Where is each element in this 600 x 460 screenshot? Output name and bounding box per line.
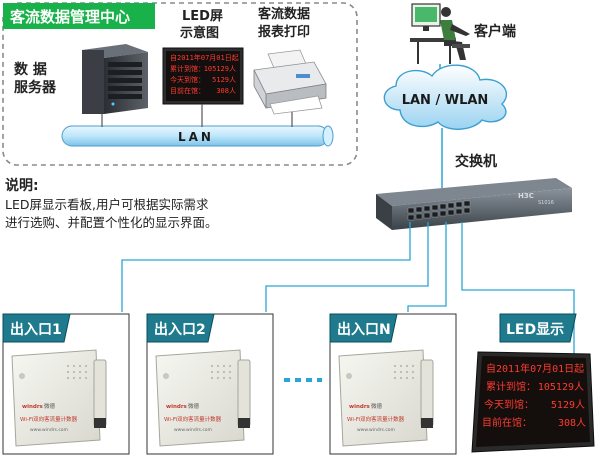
small-led-line-7: 308人 <box>216 87 236 95</box>
switch-ports <box>407 200 471 221</box>
small-led-line-1: 自2011年07月01日起 <box>170 53 239 62</box>
device-url-n: www.windrs.com <box>357 427 395 433</box>
device-product-n: Wi-Fi双向客流量计数器 <box>347 415 405 423</box>
exit-label-n: 出入口N <box>337 321 391 338</box>
cable-exit-n <box>407 222 447 312</box>
large-led-line-7: 308人 <box>558 417 586 429</box>
small-led-line-6: 目前在馆： <box>170 86 205 95</box>
server-label-line1: 数 据 <box>14 61 47 78</box>
small-led-line-2: 累计到馆： <box>170 64 205 73</box>
large-led-line-5: 5129人 <box>551 399 585 411</box>
printer-label-line2: 报表打印 <box>258 24 310 40</box>
network-switch: H3C S1016 <box>376 178 572 230</box>
lan-bar <box>61 125 334 147</box>
exit-label-1: 出入口1 <box>10 321 62 338</box>
cable-exit-1 <box>121 222 411 312</box>
counter-device-n: windrs 微德 Wi-Fi双向客流量计数器 www.windrs.com <box>338 349 434 447</box>
network-cloud <box>383 64 508 130</box>
large-led-display: 自2011年07月01日起 累计到馆： 105129人 今天到馆： 5129人 … <box>471 351 595 453</box>
device-brand-cn-n: 微德 <box>371 402 383 410</box>
device-product-1: Wi-Fi双向客流量计数器 <box>20 415 78 423</box>
led-sign-label-line2: 示意图 <box>180 25 219 41</box>
device-brand-cn-2: 微德 <box>188 402 200 410</box>
led-display-label: LED显示 <box>506 322 564 338</box>
device-product-2: Wi-Fi双向客流量计数器 <box>164 415 222 423</box>
cable-exit-2 <box>265 222 429 312</box>
device-url-2: www.windrs.com <box>174 427 212 433</box>
device-brand-cn-1: 微德 <box>44 402 56 410</box>
server-icon <box>82 44 148 114</box>
lan-label: LAN <box>178 130 214 144</box>
note-line-2: 进行选购、并配置个性化的显示界面。 <box>5 215 218 230</box>
printer-icon <box>253 49 327 115</box>
large-led-line-1: 自2011年07月01日起 <box>486 362 584 375</box>
small-led-line-3: 105129人 <box>204 65 236 73</box>
client-computer-icon <box>410 3 470 64</box>
data-center-title-bg <box>3 3 155 29</box>
led-display-label-bg <box>499 313 577 343</box>
small-led-line-5: 5129人 <box>212 76 236 84</box>
large-led-line-2: 累计到馆： <box>486 380 536 393</box>
data-center-title: 客流数据管理中心 <box>9 8 130 26</box>
client-label: 客户端 <box>473 23 516 40</box>
note-title: 说明: <box>5 177 39 194</box>
exit-label-2: 出入口2 <box>154 321 206 338</box>
cable-led-display <box>461 222 575 369</box>
large-led-line-3: 105129人 <box>538 381 584 393</box>
device-brand-n: windrs <box>349 404 371 410</box>
led-sign-label-line1: LED屏 <box>182 9 223 24</box>
small-led-line-4: 今天到馆： <box>170 75 205 84</box>
counter-device-2: windrs 微德 Wi-Fi双向客流量计数器 www.windrs.com <box>155 349 251 447</box>
device-brand-2: windrs <box>166 404 188 410</box>
switch-label: 交换机 <box>455 153 497 170</box>
note-line-1: LED屏显示看板,用户可根据实际需求 <box>5 197 209 212</box>
server-label-line2: 服务器 <box>14 79 57 96</box>
small-led-sign: 自2011年07月01日起 累计到馆： 105129人 今天到馆： 5129人 … <box>162 47 244 105</box>
cloud-label: LAN / WLAN <box>402 93 489 108</box>
switch-brand: H3C <box>518 192 534 200</box>
printer-label-line1: 客流数据 <box>258 6 310 22</box>
large-led-line-4: 今天到馆： <box>484 398 534 411</box>
large-led-line-6: 目前在馆： <box>482 416 532 429</box>
device-url-1: www.windrs.com <box>30 427 68 433</box>
counter-device-1: windrs 微德 Wi-Fi双向客流量计数器 www.windrs.com <box>11 349 107 447</box>
switch-model: S1016 <box>538 200 554 206</box>
device-brand-1: windrs <box>22 404 44 410</box>
